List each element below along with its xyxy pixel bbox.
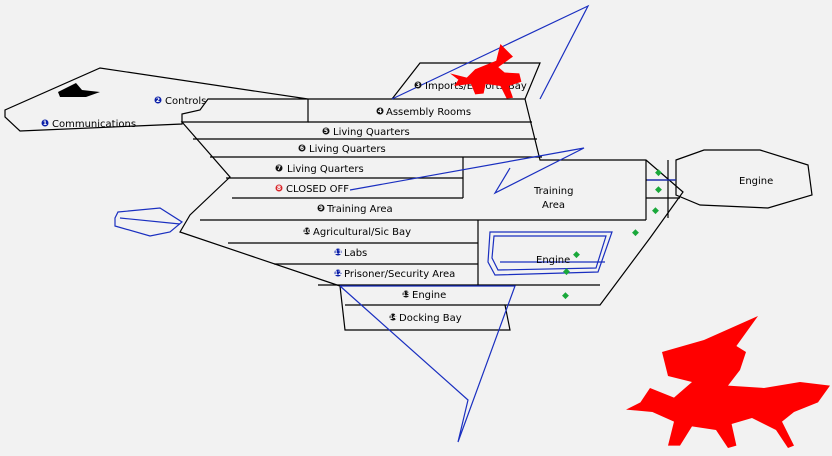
badge-number: 6 [300, 145, 304, 152]
hull-outline [4, 62, 813, 331]
badge-imports-exports [414, 81, 422, 89]
blue-overlays [114, 4, 676, 443]
blue-top-wing [391, 4, 590, 100]
cockpit-window-icon [58, 83, 100, 97]
green-marker-icon: ◆ [652, 206, 659, 216]
green-markers: ◆ ◆ ◆ ◆ ◆ ◆ ◆ [562, 168, 662, 301]
section-communications: Communications 1 [41, 119, 136, 130]
label-engine-mid: Engine [536, 255, 570, 266]
label-training-line1: Training [533, 186, 573, 197]
badge-training [317, 204, 325, 212]
section-agricultural: Agricultural/Sic Bay 10 [303, 227, 411, 238]
green-marker-icon: ◆ [573, 250, 580, 260]
blue-side-nozzle [114, 207, 184, 237]
badge-number: 8 [277, 185, 281, 192]
badge-number: 9 [319, 205, 323, 212]
green-marker-icon: ◆ [655, 185, 662, 195]
section-living-5: Living Quarters 5 [322, 127, 410, 138]
badge-docking [389, 313, 397, 321]
badge-number: 11 [334, 249, 342, 256]
badge-agricultural [303, 227, 311, 235]
badge-prisoner [334, 269, 342, 277]
badge-number: 5 [324, 128, 328, 135]
badge-number: 1 [43, 120, 47, 127]
section-closed-off: CLOSED OFF 8 [275, 184, 349, 195]
rear-engine-pod [675, 149, 813, 209]
fox-emblem-small-icon [450, 44, 522, 99]
section-labs: Labs 11 [334, 248, 367, 259]
label-docking: Docking Bay [399, 313, 462, 324]
section-labels: Communications 1 Controls 2 Imports/Expo… [41, 81, 773, 324]
badge-communications [41, 119, 49, 127]
label-training-line2: Area [542, 200, 565, 211]
fox-emblem-large-icon [626, 316, 830, 448]
badge-number: 13 [402, 291, 410, 298]
badge-closed-off [275, 184, 283, 192]
label-engine-lower: Engine [412, 290, 446, 301]
main-body [179, 98, 684, 331]
section-training: Training Area 9 [317, 204, 393, 215]
section-living-7: Living Quarters 7 [275, 164, 364, 175]
section-controls: Controls 2 [154, 96, 206, 107]
label-living-6: Living Quarters [309, 144, 386, 155]
section-prisoner: Prisoner/Security Area 12 [334, 269, 455, 280]
label-assembly: Assembly Rooms [386, 107, 471, 118]
badge-controls [154, 96, 162, 104]
badge-number: 14 [389, 314, 397, 321]
blue-mid-streak [349, 147, 585, 195]
badge-number: 3 [416, 82, 420, 89]
blue-lower-wing [339, 285, 516, 443]
nose-hull [4, 67, 309, 132]
badge-number: 4 [378, 108, 382, 115]
label-closed-off: CLOSED OFF [286, 184, 349, 195]
badge-number: 2 [156, 97, 160, 104]
label-controls: Controls [165, 96, 206, 107]
badge-labs [334, 248, 342, 256]
badge-number: 12 [334, 270, 342, 277]
label-living-5: Living Quarters [333, 127, 410, 138]
label-engine-rear: Engine [739, 176, 773, 187]
section-engine-lower: Engine 13 [402, 290, 446, 301]
green-marker-icon: ◆ [632, 228, 639, 238]
label-agricultural: Agricultural/Sic Bay [313, 227, 411, 238]
label-training: Training Area [326, 204, 393, 215]
badge-living-5 [322, 127, 330, 135]
label-labs: Labs [344, 248, 367, 259]
green-marker-icon: ◆ [655, 168, 662, 178]
label-communications: Communications [52, 119, 136, 130]
badge-living-7 [275, 164, 283, 172]
green-marker-icon: ◆ [562, 291, 569, 301]
badge-living-6 [298, 144, 306, 152]
label-prisoner: Prisoner/Security Area [344, 269, 455, 280]
section-assembly: Assembly Rooms 4 [376, 107, 471, 118]
label-living-7: Living Quarters [287, 164, 364, 175]
green-marker-icon: ◆ [563, 267, 570, 277]
blue-engine-box [487, 231, 613, 276]
badge-number: 7 [277, 165, 281, 172]
badge-number: 10 [303, 228, 311, 235]
section-docking: Docking Bay 14 [389, 313, 462, 324]
badge-engine-lower [402, 290, 410, 298]
section-living-6: Living Quarters 6 [298, 144, 386, 155]
upper-fin [391, 62, 541, 100]
blue-engine-box-inner [491, 235, 607, 271]
badge-assembly [376, 107, 384, 115]
